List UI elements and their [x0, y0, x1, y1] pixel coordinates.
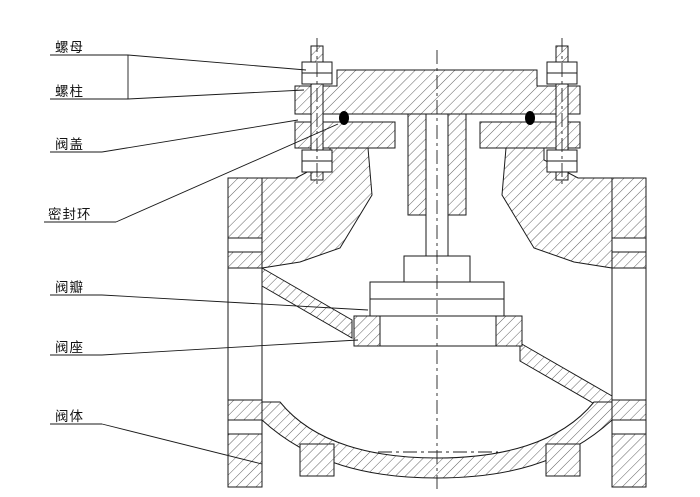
right-flange	[611, 177, 647, 488]
bottom-foot-right	[545, 443, 581, 477]
label-bonnet: 阀盖	[55, 137, 84, 152]
left-flange	[227, 177, 263, 488]
leader-seal-ring	[115, 123, 339, 223]
body-bottom-dome	[261, 401, 613, 479]
valve-seat	[353, 315, 523, 347]
label-disc: 阀瓣	[55, 280, 84, 295]
label-seal-ring: 密封环	[48, 207, 92, 222]
label-nut: 螺母	[55, 40, 84, 55]
bonnet	[294, 69, 581, 149]
leader-body	[101, 423, 263, 465]
bottom-foot-left	[299, 443, 335, 477]
centerlines	[316, 38, 563, 492]
bonnet-cover-plate	[294, 69, 581, 115]
body-top-flange-left	[294, 121, 396, 149]
label-stud: 螺柱	[55, 84, 84, 99]
body-partition-left	[261, 267, 353, 339]
leader-bonnet	[101, 119, 299, 153]
leader-lines	[44, 54, 369, 465]
seal-ring-right	[525, 111, 535, 125]
leader-seat	[101, 339, 359, 356]
valve-body	[227, 147, 647, 488]
label-body: 阀体	[55, 409, 84, 424]
leader-disc	[101, 294, 369, 311]
seal-ring-left	[339, 111, 349, 125]
leader-nut	[127, 54, 307, 71]
label-seat: 阀座	[55, 340, 84, 355]
leader-stud	[127, 89, 305, 100]
